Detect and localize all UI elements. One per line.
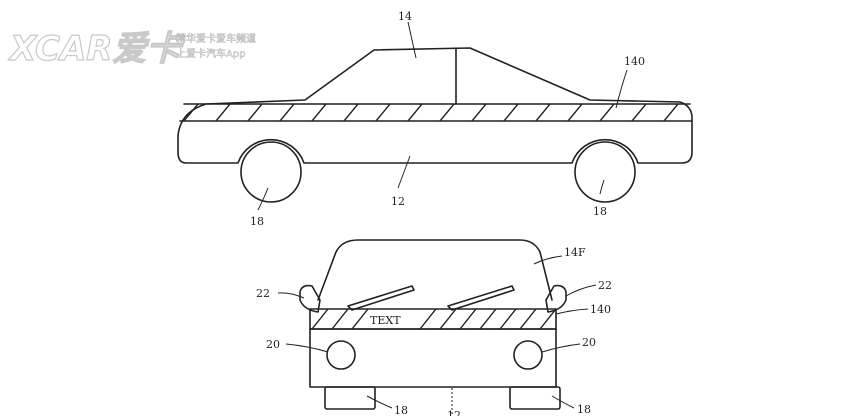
watermark-line-1: 精华爱卡爱车频道	[176, 32, 256, 45]
front-light-left	[326, 340, 356, 370]
front-stripe-display-text: TEXT	[370, 314, 401, 327]
front-light-right	[513, 340, 543, 370]
leader-stripe-front	[555, 308, 589, 315]
front-lower-body	[309, 328, 557, 388]
leader-wheel-front	[599, 179, 605, 195]
leader-light-right	[541, 343, 581, 353]
label-body-front: 12	[447, 409, 461, 416]
front-wheel-left	[324, 386, 376, 410]
front-wheel-right	[509, 386, 561, 410]
label-stripe-front: 140	[590, 303, 611, 316]
label-mirror-right: 22	[598, 279, 612, 292]
leader-light-left	[285, 343, 329, 353]
watermark-logo: XCAR爱卡 精华爱卡爱车频道 上爱卡汽车App	[7, 28, 256, 69]
front-wiper-left	[347, 285, 415, 311]
leader-stripe	[615, 69, 628, 109]
side-stripe-hatching	[183, 104, 679, 121]
watermark-brand-mark: XCAR爱卡	[8, 29, 183, 69]
front-stripe-text-bg	[368, 312, 418, 326]
leader-windshield	[533, 255, 563, 265]
side-wheel-front	[574, 141, 636, 203]
front-mirror-left	[299, 284, 321, 313]
leader-body	[397, 155, 411, 189]
label-windshield: 14F	[564, 246, 586, 259]
label-light-right: 20	[582, 336, 596, 349]
car-side-view: 14 140 12 18 18	[177, 10, 693, 228]
label-light-left: 20	[266, 338, 280, 351]
front-wiper-right	[447, 285, 515, 311]
label-cabin: 14	[398, 10, 412, 23]
leader-wheel-rear	[257, 187, 269, 211]
side-wheel-rear	[240, 141, 302, 203]
label-wheel-right: 18	[577, 403, 591, 416]
label-wheel-left: 18	[394, 404, 408, 416]
watermark-line-2: 上爱卡汽车App	[176, 47, 246, 60]
car-front-view: TEXT 14F 22 22 140 20 20 18 18 12	[256, 239, 612, 416]
leader-mirror-left	[277, 292, 305, 299]
leader-mirror-right	[565, 284, 597, 297]
label-wheel-front: 18	[593, 205, 607, 218]
front-windshield	[317, 239, 553, 301]
front-mirror-right	[545, 284, 567, 313]
front-stripe-hatching	[311, 309, 556, 329]
label-mirror-left: 22	[256, 287, 270, 300]
leader-wheel-left	[366, 395, 393, 409]
leader-cabin	[407, 21, 417, 59]
leader-wheel-right	[551, 395, 575, 409]
label-wheel-rear: 18	[250, 215, 264, 228]
label-stripe: 140	[624, 55, 645, 68]
side-body-outline	[177, 47, 693, 164]
label-body: 12	[391, 195, 405, 208]
